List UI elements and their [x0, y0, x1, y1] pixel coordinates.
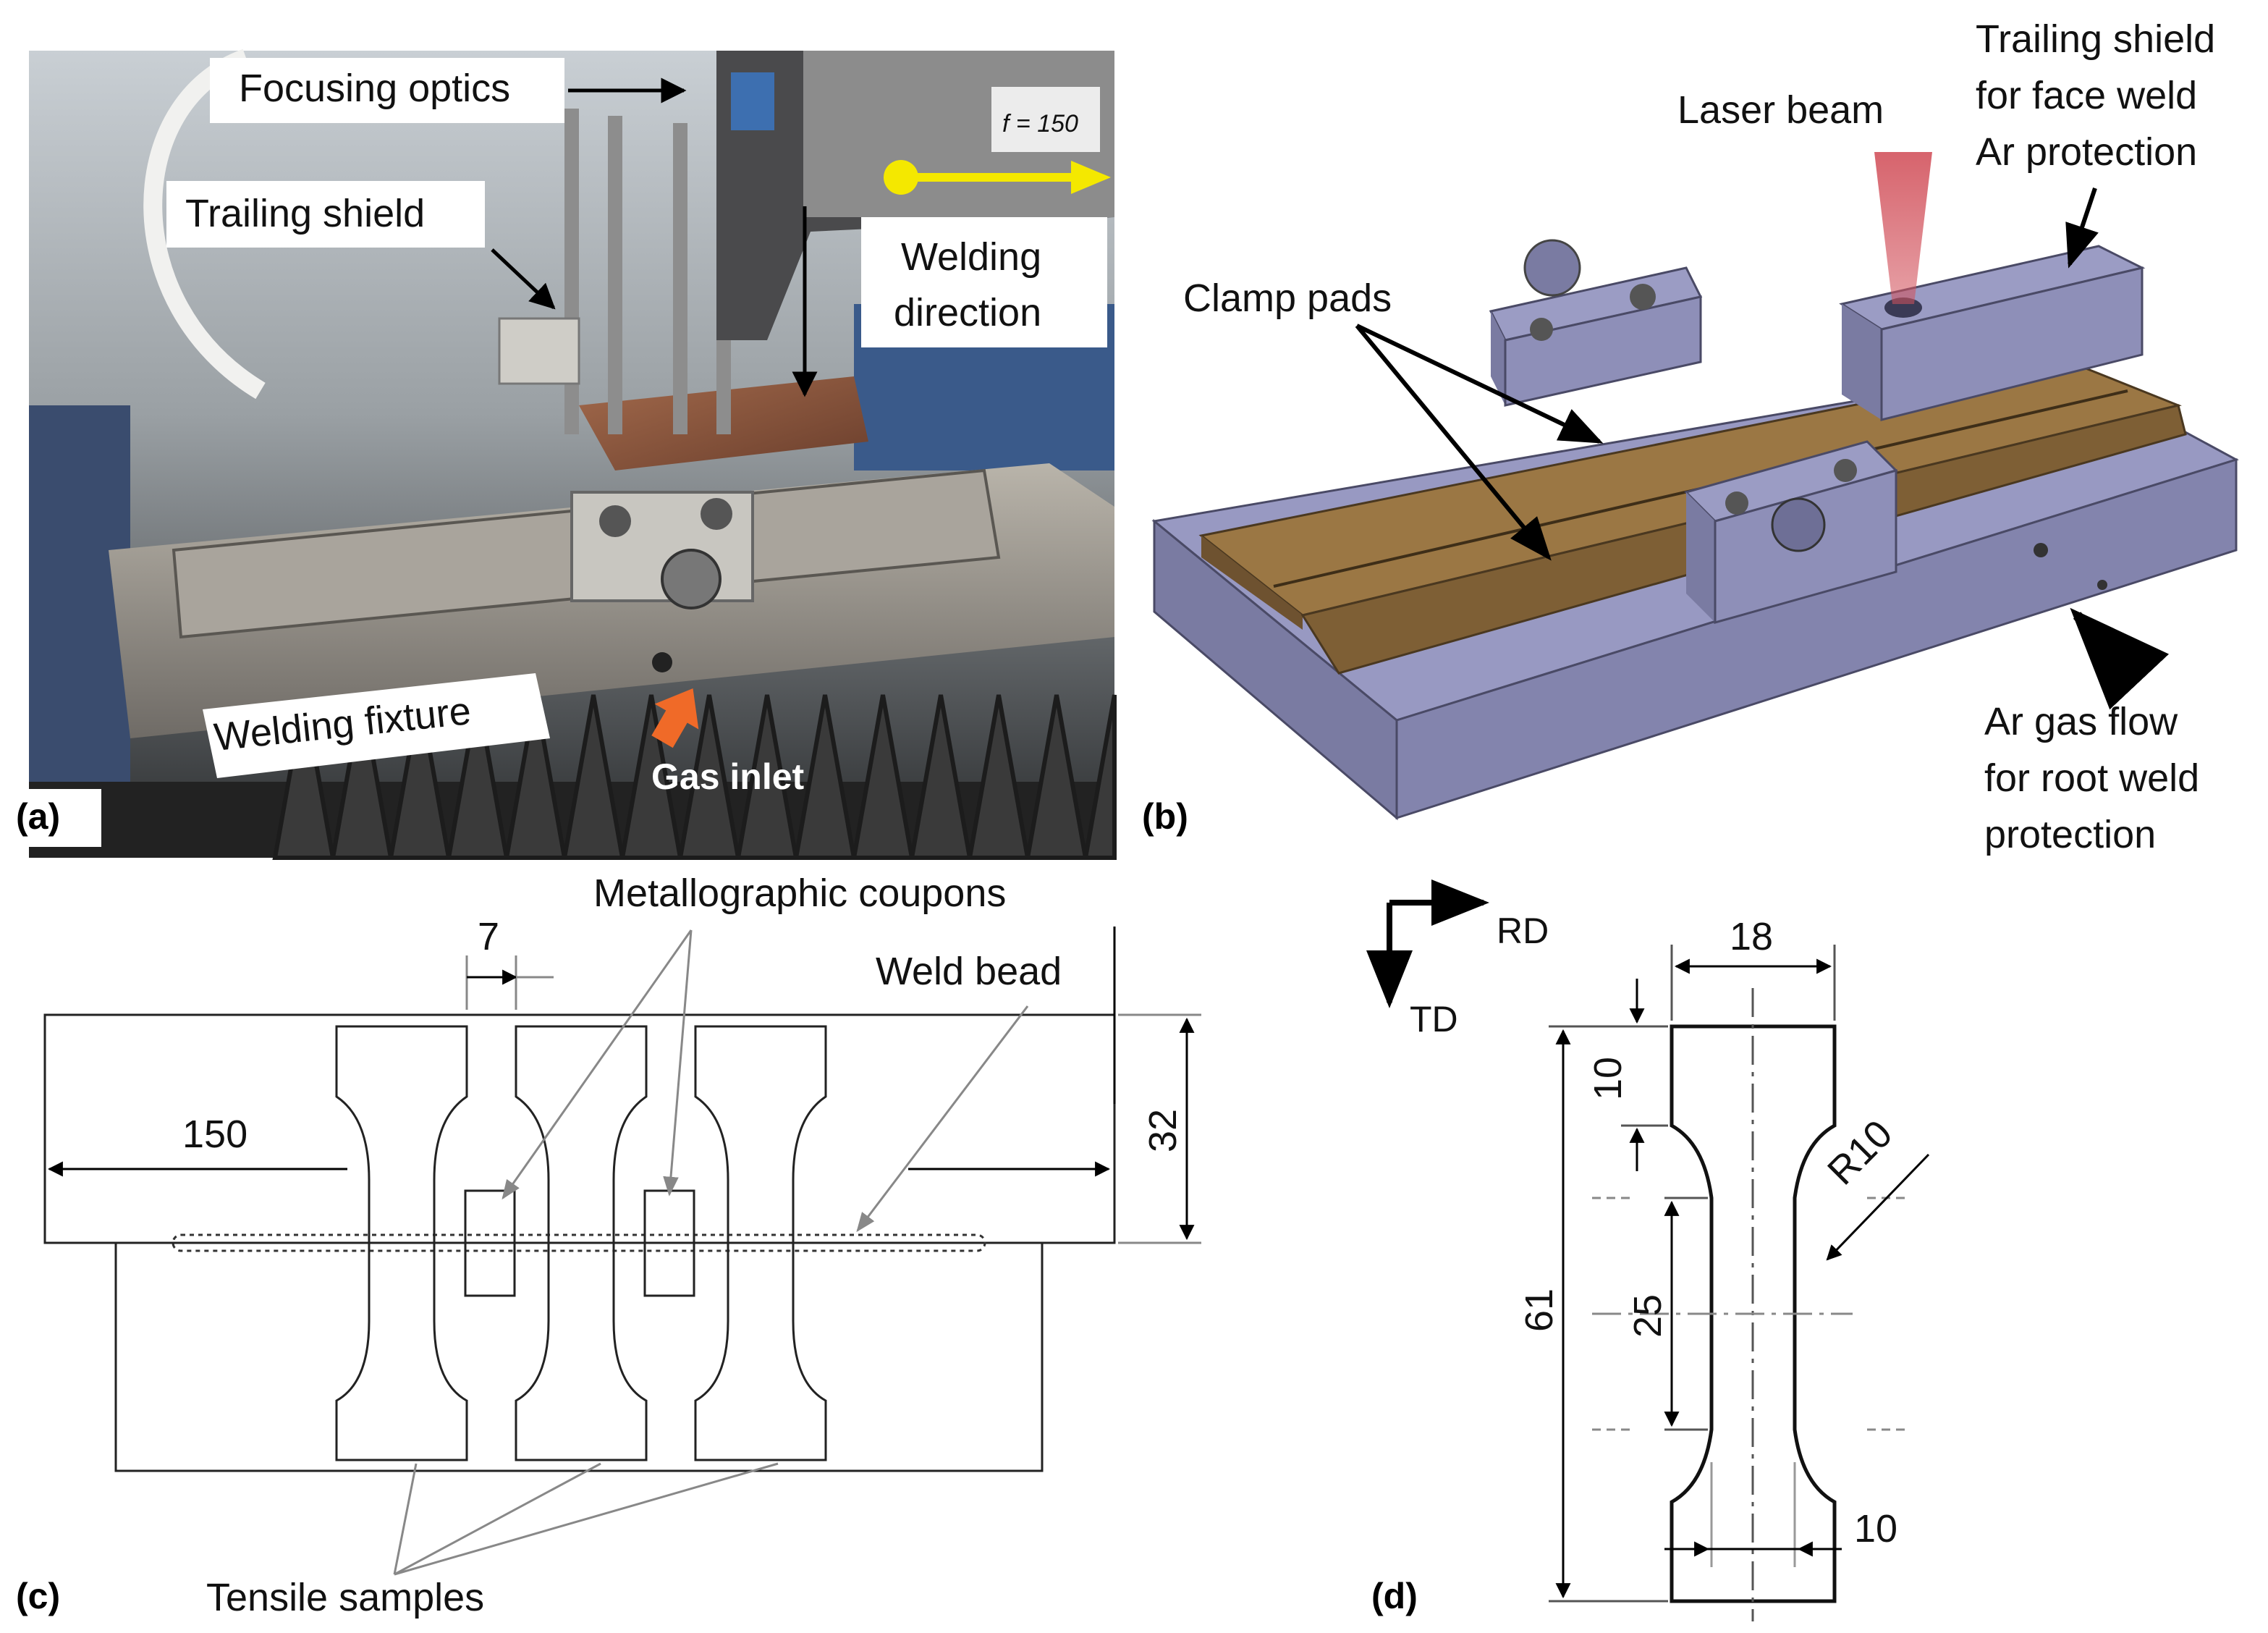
panel-b-letter: (b) — [1142, 796, 1188, 837]
tensile-sample-3 — [694, 1025, 827, 1461]
panel-d-axes: RD TD — [1366, 879, 1549, 1039]
dim-gauge-25: 25 — [1626, 1294, 1670, 1338]
dim-length-150: 150 — [182, 1113, 247, 1156]
tensile-sample-2 — [515, 1025, 648, 1461]
rd-label: RD — [1497, 911, 1549, 951]
gas-inlet-arrow — [651, 688, 699, 748]
laser-beam-cone — [1874, 152, 1932, 304]
laser-beam-label: Laser beam — [1677, 88, 1884, 132]
panel-b-cad — [1151, 152, 2239, 821]
tensile-samples-label: Tensile samples — [206, 1576, 484, 1619]
dim-grip-10: 10 — [1586, 1057, 1630, 1100]
weld-bead — [172, 1233, 986, 1252]
panel-c-drawing — [43, 1013, 1116, 1472]
focusing-optics-label: Focusing optics — [239, 67, 510, 110]
panel-c-labels: 7 150 32 Metallographic coupons Weld bea… — [16, 872, 1185, 1619]
trailing-shield-label: Trailing shield — [185, 192, 425, 235]
ar-gas-line2: for root weld — [1984, 756, 2199, 800]
ar-gas-line1: Ar gas flow — [1984, 700, 2178, 743]
panel-d-labels: 18 10 R10 61 25 10 (d) — [1371, 915, 1901, 1616]
ar-gas-line3: protection — [1984, 813, 2156, 856]
panel-c-dimensions — [47, 927, 1201, 1576]
panel-c-letter: (c) — [16, 1576, 60, 1616]
panel-d-dimensions — [1549, 945, 1930, 1621]
weld-bead-label: Weld bead — [876, 950, 1062, 993]
panel-b-labels: Laser beam Trailing shield for face weld… — [1142, 17, 2215, 856]
panel-a-photo: f = 150 — [29, 48, 1117, 860]
dim-width-32: 32 — [1141, 1109, 1185, 1152]
welding-direction-line2: direction — [894, 291, 1041, 334]
trailing-shield-b-line2: for face weld — [1976, 74, 2197, 117]
lower-plate — [114, 1243, 1044, 1472]
trailing-shield-b-line3: Ar protection — [1976, 130, 2197, 174]
upper-plate — [43, 1013, 1116, 1244]
panel-a-letter: (a) — [16, 796, 60, 837]
panel-d-letter: (d) — [1371, 1576, 1418, 1616]
gas-inlet-label: Gas inlet — [651, 756, 805, 797]
dim-radius-r10: R10 — [1819, 1112, 1900, 1193]
metallographic-coupons-label: Metallographic coupons — [593, 872, 1006, 915]
welding-direction-line1: Welding — [901, 235, 1041, 279]
dim-width-18: 18 — [1730, 915, 1773, 958]
tensile-specimen-outline — [1670, 1024, 1837, 1603]
dim-neck-10: 10 — [1854, 1507, 1897, 1550]
panel-d-specimen — [1670, 1024, 1837, 1603]
td-label: TD — [1410, 999, 1458, 1039]
clamp-pads-label: Clamp pads — [1183, 277, 1392, 320]
trailing-shield-b-line1: Trailing shield — [1976, 17, 2215, 61]
tensile-sample-1 — [335, 1025, 468, 1461]
dim-gap-7: 7 — [478, 915, 499, 958]
dim-total-61: 61 — [1518, 1288, 1561, 1332]
lens-label: f = 150 — [1002, 110, 1078, 138]
metallographic-coupon-1 — [464, 1189, 516, 1297]
